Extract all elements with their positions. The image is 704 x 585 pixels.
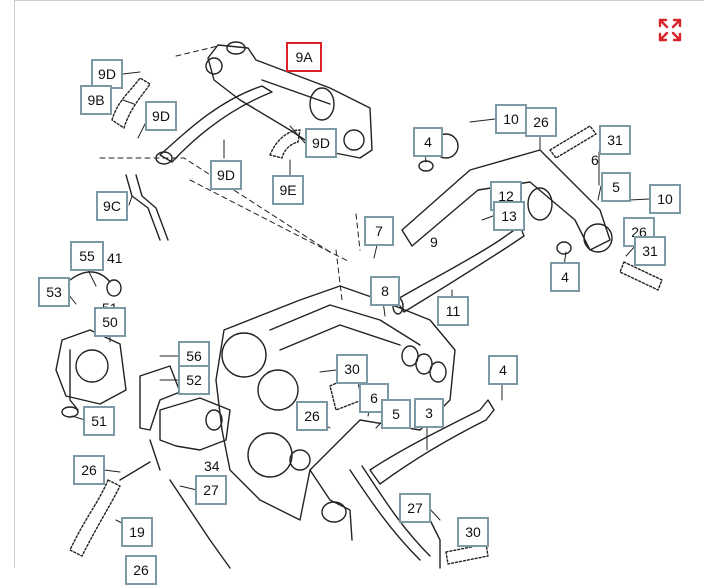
callout-8[interactable]: 8	[370, 276, 400, 306]
callout-7[interactable]: 7	[364, 216, 394, 246]
callout-5[interactable]: 5	[601, 172, 631, 202]
label-41: 41	[107, 250, 123, 266]
hose-9E	[269, 129, 301, 159]
expand-arrows-icon[interactable]	[656, 16, 684, 44]
callout-55[interactable]: 55	[70, 241, 104, 271]
label-34: 34	[204, 458, 220, 474]
callout-9D[interactable]: 9D	[305, 128, 337, 158]
callout-9D[interactable]: 9D	[145, 101, 177, 131]
callout-6[interactable]: 6	[359, 383, 389, 413]
callout-9D[interactable]: 9D	[210, 160, 242, 190]
callout-26[interactable]: 26	[125, 555, 157, 585]
callout-50[interactable]: 50	[94, 307, 126, 337]
callout-30[interactable]: 30	[336, 354, 368, 384]
callout-3[interactable]: 3	[414, 398, 444, 428]
callout-9B[interactable]: 9B	[80, 85, 112, 115]
hose-9B	[111, 77, 151, 129]
diagram-viewer: 9A 9D 9B 9D 9D 9D 9E 9C 4 10 26 31 6 12 …	[14, 0, 704, 585]
callout-13[interactable]: 13	[493, 201, 525, 231]
callout-53[interactable]: 53	[38, 277, 70, 307]
label-6: 6	[591, 152, 599, 168]
engine-block	[215, 285, 456, 541]
hose-31-upper	[549, 125, 597, 159]
hose-31-lower	[619, 261, 663, 291]
hose-30-lower	[445, 543, 489, 565]
callout-4[interactable]: 4	[413, 127, 443, 157]
callout-27[interactable]: 27	[399, 493, 431, 523]
callout-51[interactable]: 51	[83, 406, 115, 436]
callout-9D[interactable]: 9D	[91, 59, 123, 89]
callout-4[interactable]: 4	[550, 262, 580, 292]
exploded-parts-diagram	[55, 41, 663, 569]
callout-11[interactable]: 11	[437, 296, 469, 326]
hose-19	[69, 479, 121, 557]
callout-26[interactable]: 26	[296, 401, 328, 431]
callout-30[interactable]: 30	[457, 517, 489, 547]
bracket-9C	[125, 174, 169, 241]
callout-31[interactable]: 31	[634, 236, 666, 266]
callout-26[interactable]: 26	[525, 107, 557, 137]
callout-9A[interactable]: 9A	[286, 42, 322, 72]
bracket-52	[139, 365, 181, 431]
callout-27[interactable]: 27	[195, 475, 227, 505]
callout-10[interactable]: 10	[649, 184, 681, 214]
callout-5[interactable]: 5	[381, 399, 411, 429]
callout-26[interactable]: 26	[73, 455, 105, 485]
callout-19[interactable]: 19	[121, 517, 153, 547]
callout-9E[interactable]: 9E	[272, 175, 304, 205]
callout-4[interactable]: 4	[488, 355, 518, 385]
flange-34	[149, 397, 231, 471]
viewer-border	[14, 0, 704, 568]
callout-31[interactable]: 31	[599, 125, 631, 155]
callout-52[interactable]: 52	[178, 365, 210, 395]
callout-10[interactable]: 10	[495, 104, 527, 134]
callout-9C[interactable]: 9C	[96, 191, 128, 221]
label-9: 9	[430, 234, 438, 250]
pipe-3	[349, 399, 495, 561]
coolant-pipe-upper	[155, 41, 373, 165]
